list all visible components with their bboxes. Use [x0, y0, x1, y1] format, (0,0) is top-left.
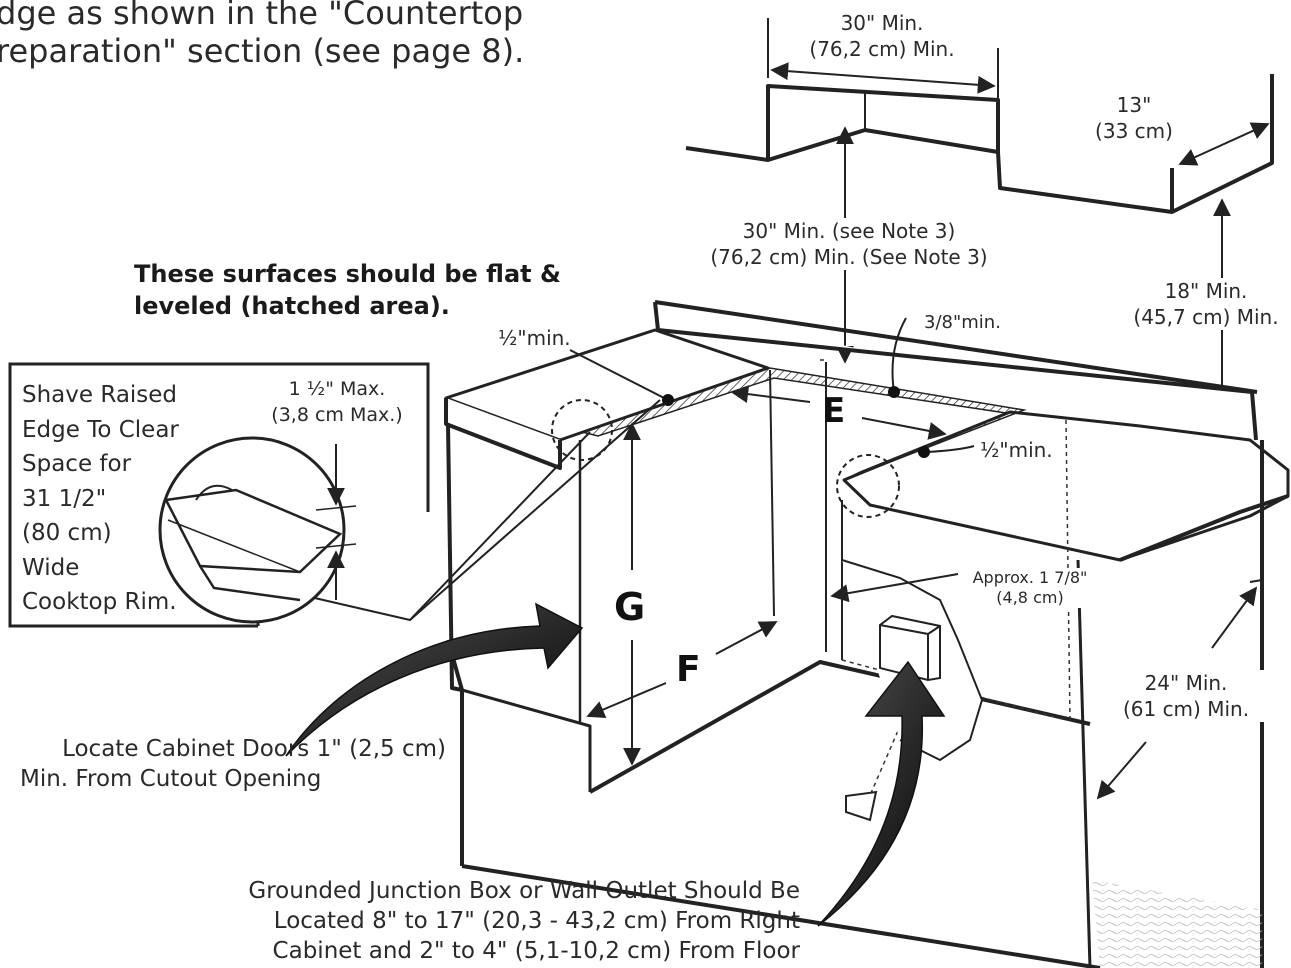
surfaces-line-2: leveled (hatched area).	[134, 292, 450, 320]
inset-line-5: (80 cm)	[22, 520, 112, 546]
dimension-e-right	[861, 417, 947, 440]
depth-label: 13" (33 cm)	[1086, 92, 1182, 144]
half-min-right-label: ½"min.	[980, 438, 1053, 462]
surfaces-line-1: These surfaces should be flat &	[134, 260, 561, 288]
intro-line-2: reparation" section (see page 8).	[0, 32, 525, 70]
dimension-e-left	[730, 385, 811, 403]
cabinet-width-arrow-bottom	[1096, 741, 1147, 800]
junction-line-3: Cabinet and 2" to 4" (5,1-10,2 cm) From …	[272, 938, 800, 964]
dimension-f-right	[715, 621, 778, 655]
cab-line-1: 24" Min.	[1144, 671, 1228, 695]
approx-line-2: (4,8 cm)	[996, 588, 1064, 607]
overhead-cabinet	[685, 74, 1274, 214]
inset-max-label: 1 ½" Max. (3,8 cm Max.)	[252, 376, 422, 428]
surfaces-note: These surfaces should be flat & leveled …	[134, 258, 561, 322]
junction-box-shape	[879, 614, 941, 682]
top-width-dimension	[767, 18, 999, 100]
inset-magnifier	[158, 436, 346, 624]
depth-line-1: 13"	[1116, 93, 1152, 117]
depth-dimension-line	[1178, 122, 1270, 166]
edge-detail-circle-left	[551, 399, 613, 461]
cutout-hatched-area	[579, 367, 1027, 481]
doors-curved-arrow	[285, 602, 584, 757]
inset-line-1: Shave Raised	[22, 382, 178, 408]
max-line-1: 1 ½" Max.	[288, 378, 386, 400]
intro-line-1: dge as shown in the "Countertop	[0, 0, 524, 32]
cab-line-2: (61 cm) Min.	[1122, 697, 1250, 721]
three-eighths-label: 3/8"min.	[924, 312, 1001, 333]
junction-line-1: Grounded Junction Box or Wall Outlet Sho…	[248, 878, 800, 904]
side-line-2: (45,7 cm) Min.	[1133, 305, 1279, 329]
inset-line-3: Space for	[22, 451, 132, 477]
half-min-left-label: ½"min.	[498, 326, 571, 350]
inset-line-7: Cooktop Rim.	[22, 589, 177, 615]
cabinet-width-arrow-top	[1211, 586, 1258, 649]
doors-line-2: Min. From Cutout Opening	[20, 766, 322, 792]
clearance-line-1: 30" Min. (see Note 3)	[742, 219, 956, 243]
approx-line-1: Approx. 1 7/8"	[972, 568, 1088, 587]
edge-detail-circle-right	[836, 454, 900, 518]
inset-text: Shave Raised Edge To Clear Space for 31 …	[22, 378, 179, 620]
countertop	[444, 300, 1290, 562]
leader-lines	[279, 317, 975, 622]
side-clearance-label: 18" Min. (45,7 cm) Min.	[1118, 278, 1291, 330]
side-line-1: 18" Min.	[1164, 279, 1248, 303]
floor-texture	[1092, 880, 1262, 968]
junction-curved-arrow	[817, 660, 946, 927]
letter-g: G	[614, 585, 646, 629]
dimension-f-left	[586, 682, 667, 718]
clearance-label: 30" Min. (see Note 3) (76,2 cm) Min. (Se…	[684, 218, 1014, 270]
clearance-line-2: (76,2 cm) Min. (See Note 3)	[710, 245, 988, 269]
inset-line-4: 31 1/2"	[22, 485, 107, 512]
depth-line-2: (33 cm)	[1095, 119, 1173, 143]
doors-line-1: Locate Cabinet Doors 1" (2,5 cm)	[62, 736, 446, 762]
cabinet-width-label: 24" Min. (61 cm) Min.	[1104, 670, 1268, 722]
intro-text: dge as shown in the "Countertop reparati…	[0, 0, 524, 70]
junction-note: Grounded Junction Box or Wall Outlet Sho…	[160, 876, 800, 966]
top-width-line-1: 30" Min.	[840, 11, 924, 35]
letter-e: E	[822, 391, 846, 431]
approx-arrow	[830, 573, 959, 603]
max-line-2: (3,8 cm Max.)	[271, 404, 403, 426]
inset-line-2: Edge To Clear	[22, 416, 179, 443]
approx-label: Approx. 1 7/8" (4,8 cm)	[960, 568, 1100, 608]
letter-f: F	[676, 649, 701, 690]
top-width-label: 30" Min. (76,2 cm) Min.	[792, 10, 972, 62]
doors-note: Locate Cabinet Doors 1" (2,5 cm) Min. Fr…	[20, 734, 446, 794]
inset-line-6: Wide	[22, 554, 80, 581]
top-width-line-2: (76,2 cm) Min.	[809, 37, 955, 61]
junction-line-2: Located 8" to 17" (20,3 - 43,2 cm) From …	[273, 908, 800, 934]
